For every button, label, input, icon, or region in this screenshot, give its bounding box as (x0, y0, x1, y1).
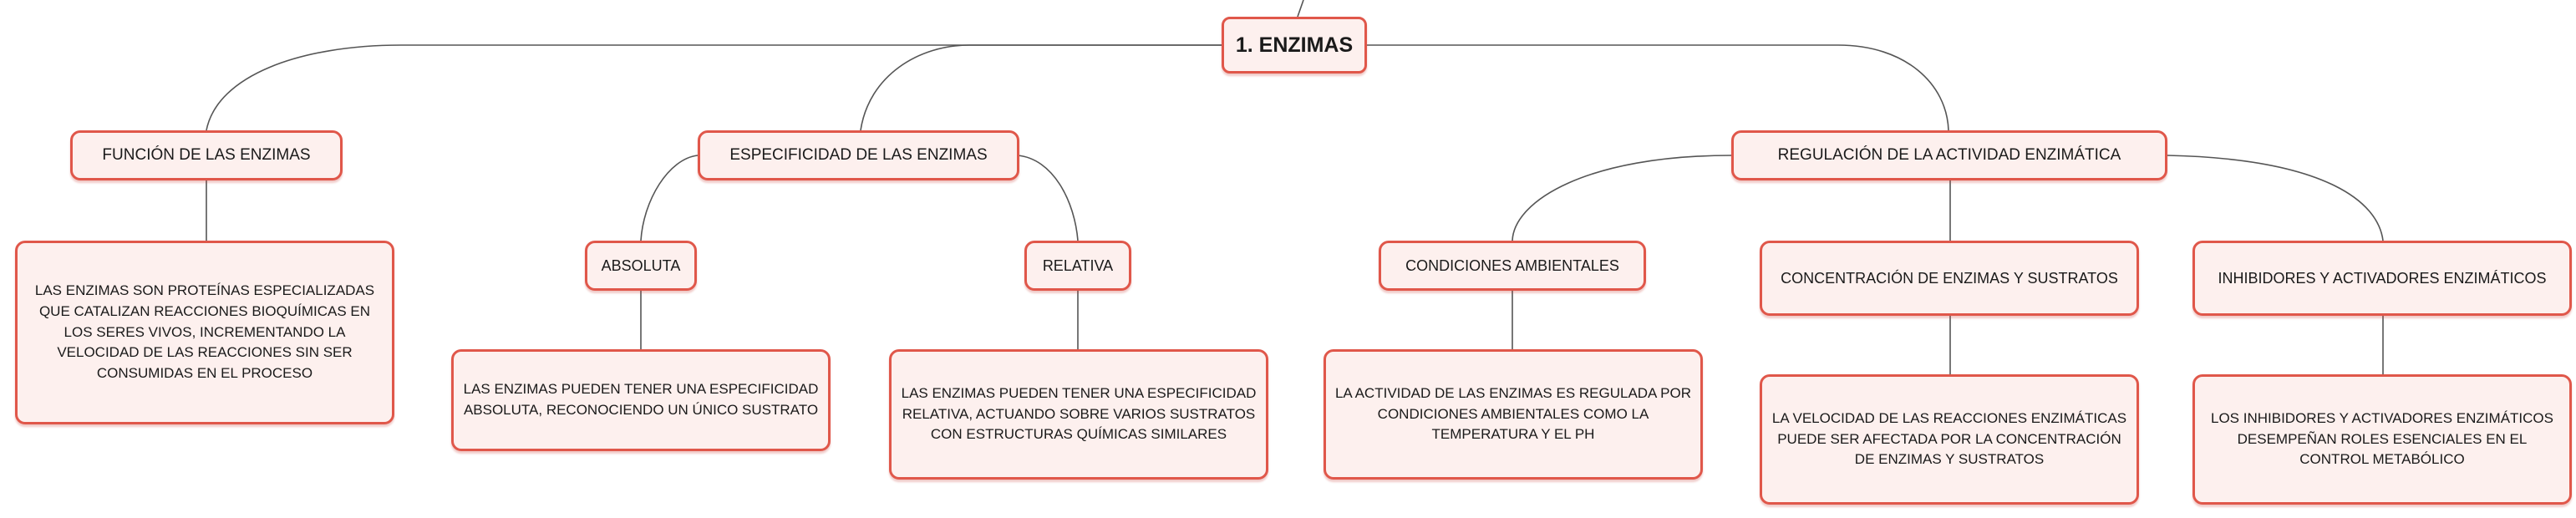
connector-especificidad-absoluta (640, 155, 699, 241)
connector-root-especificidad (860, 44, 1222, 131)
node-absoluta[interactable]: ABSOLUTA (585, 241, 697, 291)
node-absoluta-descripcion[interactable]: LAS ENZIMAS PUEDEN TENER UNA ESPECIFICID… (451, 349, 831, 451)
node-funcion-de-las-enzimas[interactable]: FUNCIÓN DE LAS ENZIMAS (70, 130, 343, 180)
connector-parent-stub (1297, 0, 1304, 18)
connector-regulacion-inhibidores (2167, 155, 2384, 241)
node-inhibidores-y-activadores[interactable]: INHIBIDORES Y ACTIVADORES ENZIMÁTICOS (2192, 241, 2572, 316)
node-regulacion-de-la-actividad-enzimatica[interactable]: REGULACIÓN DE LA ACTIVIDAD ENZIMÁTICA (1731, 130, 2167, 180)
node-funcion-descripcion[interactable]: LAS ENZIMAS SON PROTEÍNAS ESPECIALIZADAS… (15, 241, 394, 424)
node-inhibidores-descripcion[interactable]: LOS INHIBIDORES Y ACTIVADORES ENZIMÁTICO… (2192, 374, 2572, 505)
connector-regulacion-condiciones (1512, 155, 1732, 241)
node-condiciones-ambientales[interactable]: CONDICIONES AMBIENTALES (1379, 241, 1646, 291)
connector-especificidad-relativa (1017, 155, 1079, 241)
connector-root-funcion (206, 44, 1222, 131)
node-concentracion-de-enzimas-y-sustratos[interactable]: CONCENTRACIÓN DE ENZIMAS Y SUSTRATOS (1760, 241, 2139, 316)
node-concentracion-descripcion[interactable]: LA VELOCIDAD DE LAS REACCIONES ENZIMÁTIC… (1760, 374, 2139, 505)
root-node-enzimas[interactable]: 1. ENZIMAS (1222, 17, 1367, 74)
connector-root-regulacion (1367, 44, 1949, 131)
node-especificidad-de-las-enzimas[interactable]: ESPECIFICIDAD DE LAS ENZIMAS (698, 130, 1019, 180)
node-condiciones-descripcion[interactable]: LA ACTIVIDAD DE LAS ENZIMAS ES REGULADA … (1324, 349, 1703, 480)
node-relativa[interactable]: RELATIVA (1024, 241, 1131, 291)
node-relativa-descripcion[interactable]: LAS ENZIMAS PUEDEN TENER UNA ESPECIFICID… (889, 349, 1268, 480)
